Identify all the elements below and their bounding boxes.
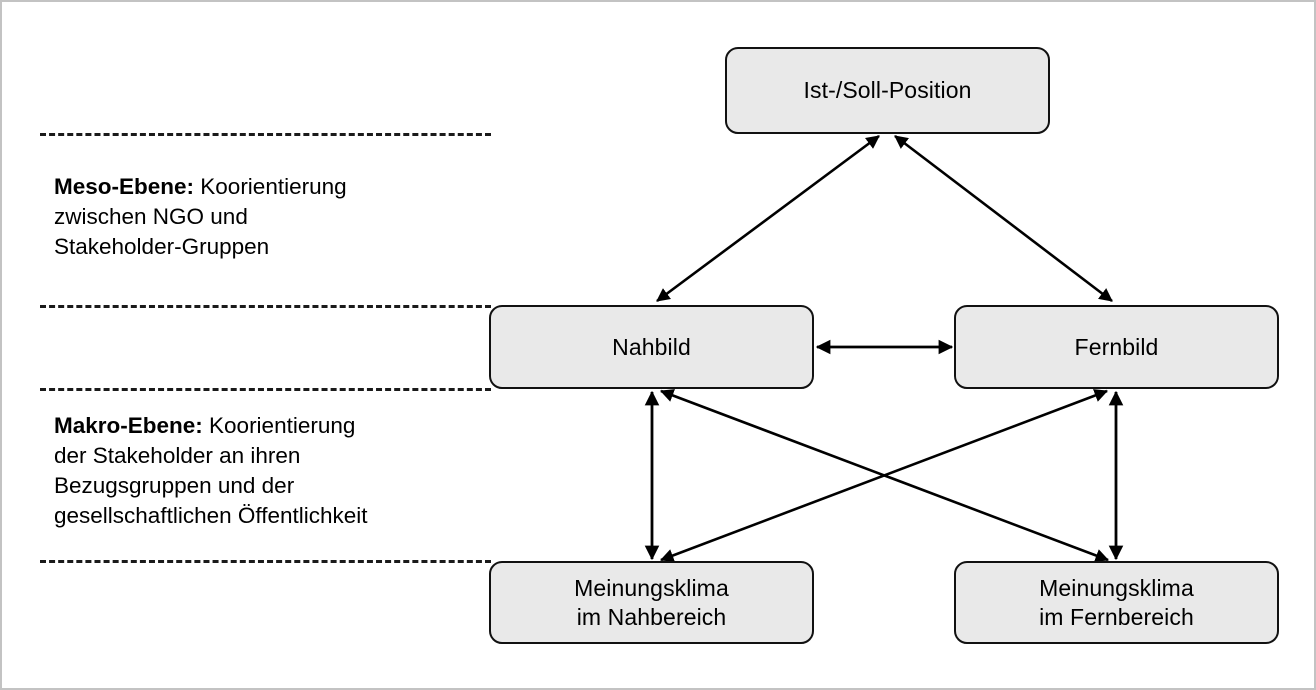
legend-makro-line2: der Stakeholder an ihren: [54, 442, 301, 468]
divider-meso-bottom: [40, 305, 491, 308]
node-meinungsklima-fernbereich[interactable]: Meinungsklima im Fernbereich: [954, 561, 1279, 644]
node-meinungsklima-fernbereich-label-line2: im Fernbereich: [1039, 603, 1194, 630]
legend-makro-line1: Koorientierung: [202, 413, 356, 438]
legend-meso: Meso-Ebene: Koorientierung zwischen NGO …: [54, 172, 347, 262]
legend-makro-title: Makro-Ebene:: [54, 413, 203, 438]
node-meinungsklima-fernbereich-label-line1: Meinungsklima: [1039, 575, 1194, 602]
legend-meso-line2: zwischen NGO und: [54, 203, 248, 229]
legend-makro-line4: gesellschaftlichen Öffentlichkeit: [54, 502, 368, 528]
legend-meso-line1: Koorientierung: [194, 174, 347, 199]
node-fernbild[interactable]: Fernbild: [954, 305, 1279, 389]
legend-makro-line3: Bezugsgruppen und der: [54, 472, 295, 498]
node-meinungsklima-nahbereich-label-line1: Meinungsklima: [574, 575, 729, 602]
node-fernbild-label: Fernbild: [1074, 333, 1159, 360]
node-nahbild-label: Nahbild: [612, 333, 691, 360]
divider-makro-top: [40, 388, 491, 391]
node-meinungsklima-nahbereich-label-line2: im Nahbereich: [576, 603, 727, 630]
edge-top-to-nahbild: [656, 134, 880, 303]
divider-bottom: [40, 560, 491, 563]
legend-meso-title: Meso-Ebene:: [54, 174, 195, 199]
edge-fernbild-meinungsklima-nah: [659, 389, 1109, 562]
node-nahbild[interactable]: Nahbild: [489, 305, 814, 389]
legend-makro: Makro-Ebene: Koorientierung der Stakehol…: [54, 411, 368, 531]
node-meinungsklima-nahbereich[interactable]: Meinungsklima im Nahbereich: [489, 561, 814, 644]
legend-meso-line3: Stakeholder-Gruppen: [54, 233, 270, 259]
edge-top-to-fernbild: [894, 134, 1113, 303]
divider-top: [40, 133, 491, 136]
node-ist-soll-position[interactable]: Ist-/Soll-Position: [725, 47, 1050, 134]
node-ist-soll-position-label: Ist-/Soll-Position: [803, 77, 972, 104]
edge-nahbild-meinungsklima-fern: [659, 389, 1110, 562]
